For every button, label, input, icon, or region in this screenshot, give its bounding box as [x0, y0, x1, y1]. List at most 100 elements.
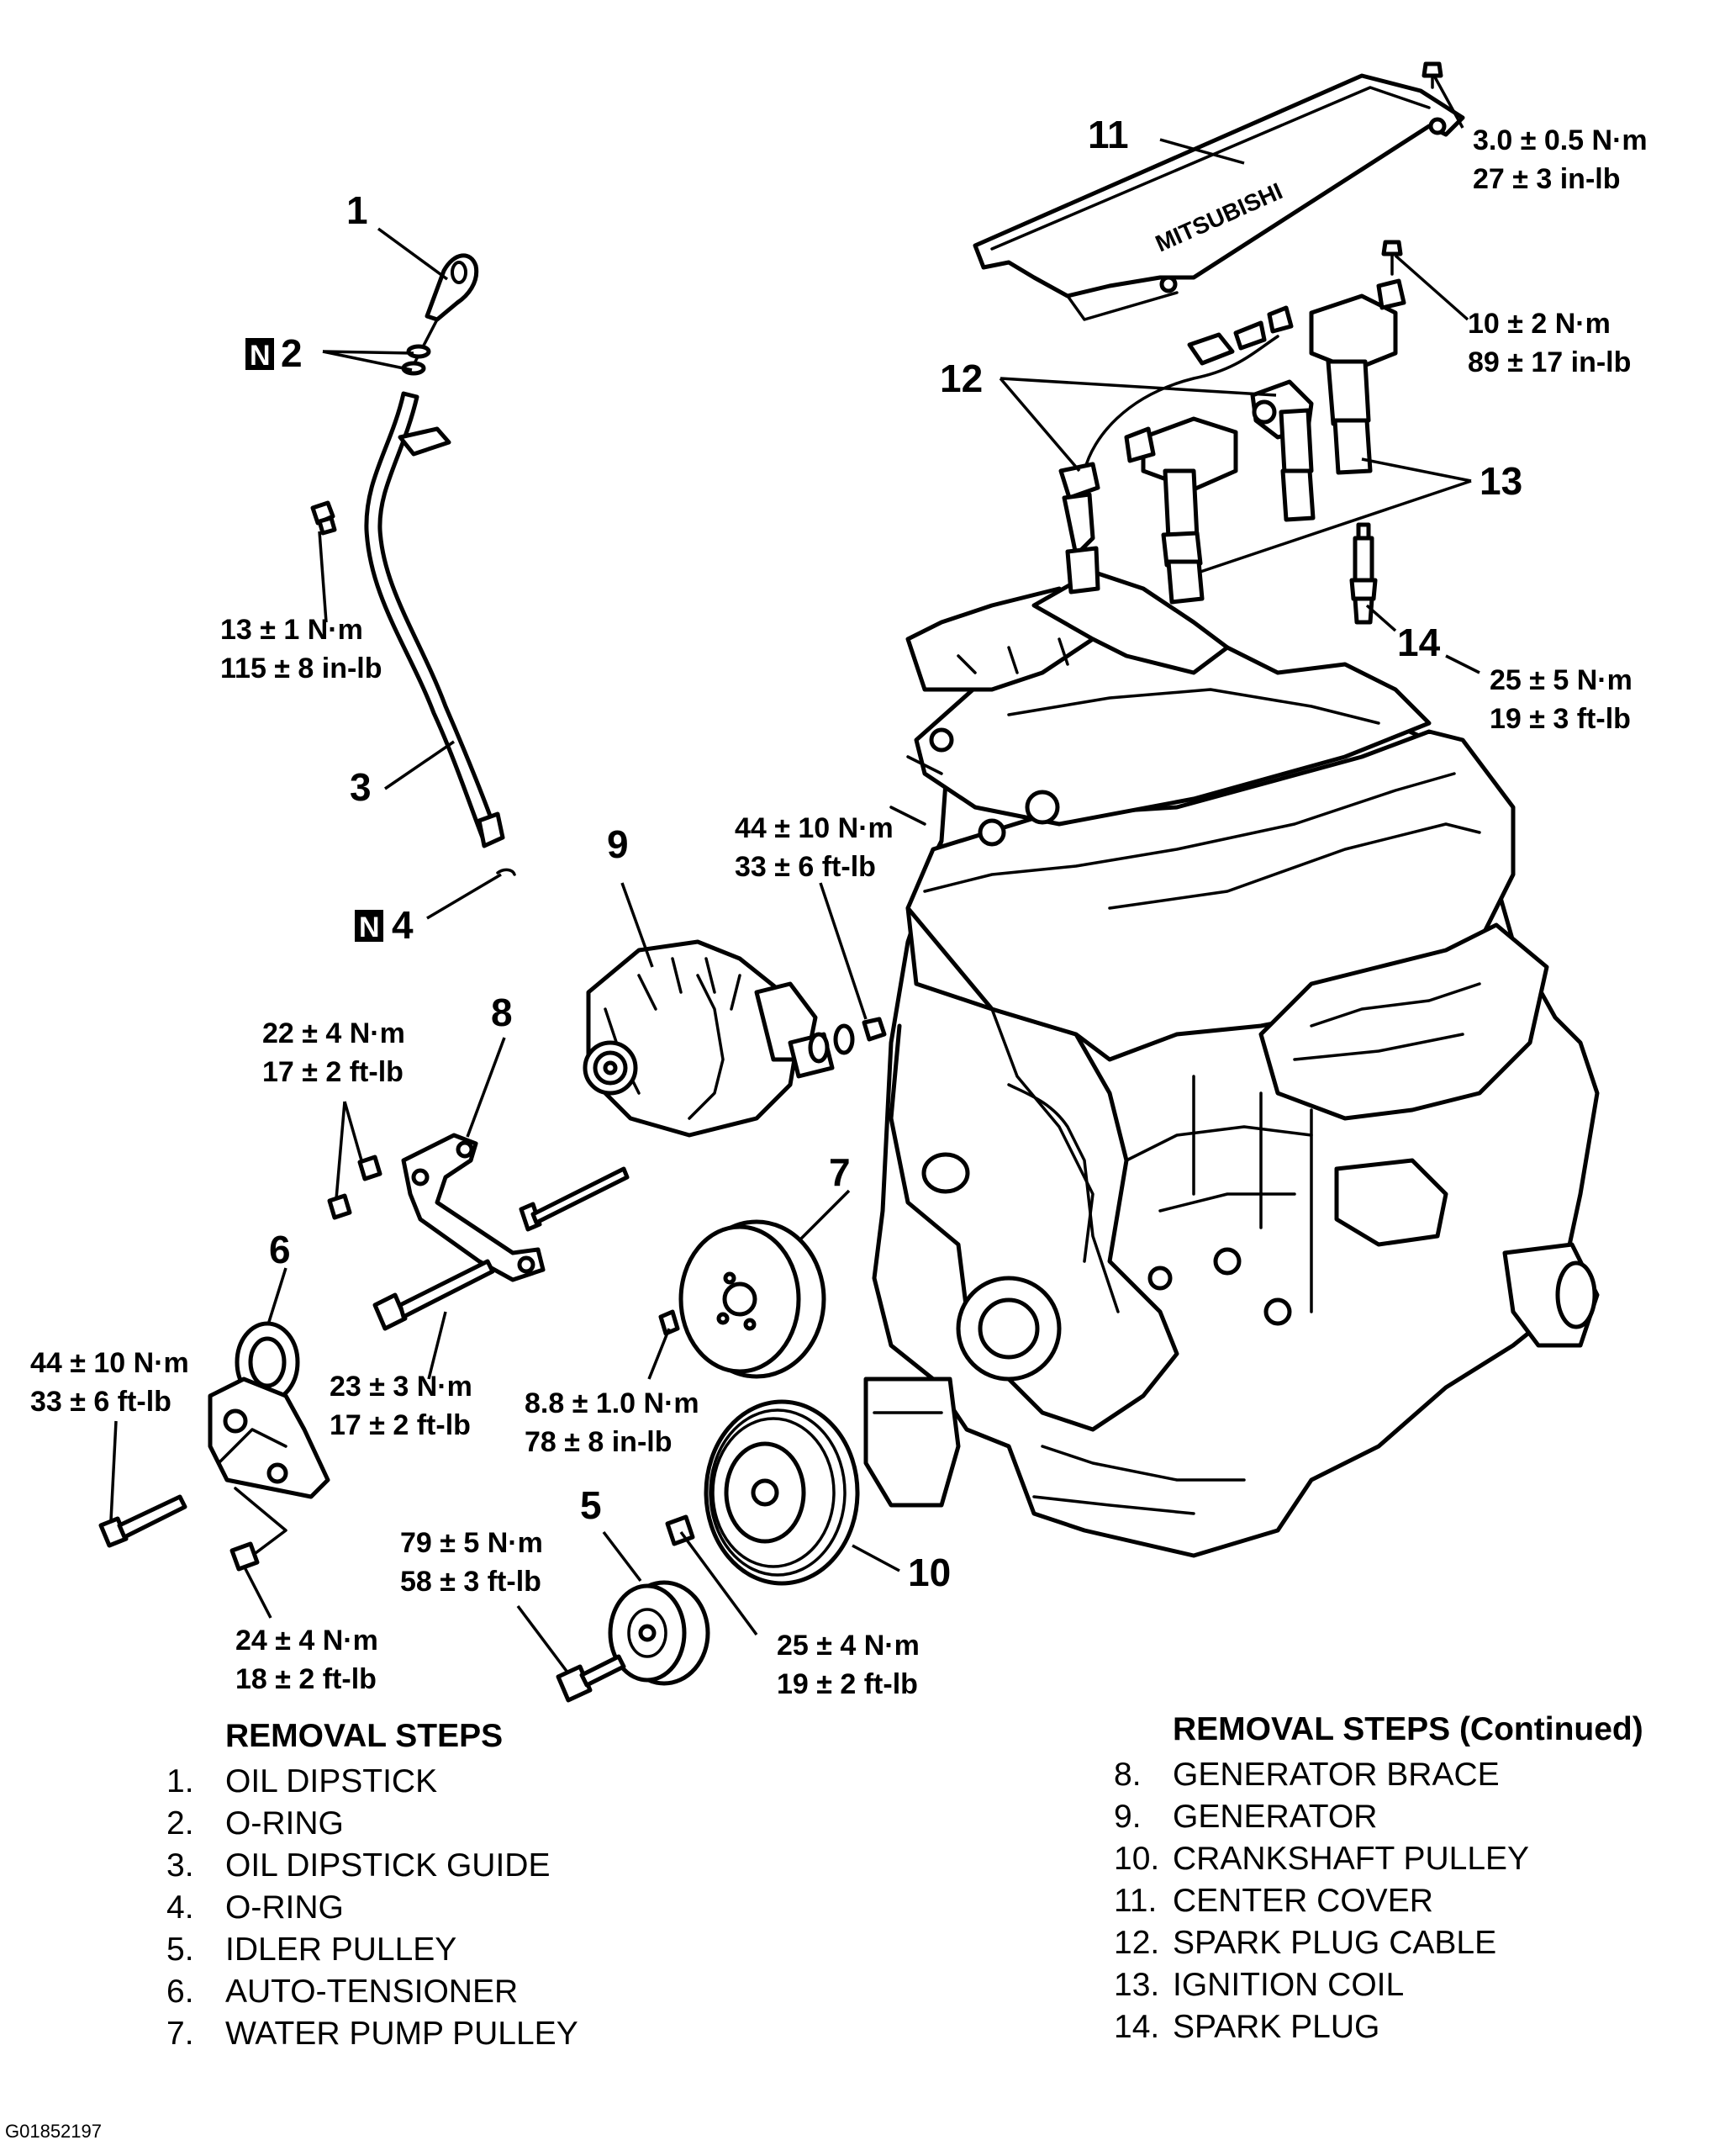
torque-spec-dipstick-guide-bolt: 13 ± 1 N·m 115 ± 8 in-lb [220, 614, 382, 684]
svg-text:19 ± 2 ft-lb: 19 ± 2 ft-lb [777, 1668, 918, 1700]
callout-12: 12 [940, 357, 983, 400]
torque-spec-tensioner-bolt: 24 ± 4 N·m 18 ± 2 ft-lb [235, 1625, 378, 1695]
svg-text:22 ± 4 N·m: 22 ± 4 N·m [262, 1017, 405, 1049]
removal-steps-continued-list: REMOVAL STEPS (Continued) 8.GENERATOR BR… [1114, 1709, 1643, 2048]
svg-text:58 ± 3 ft-lb: 58 ± 3 ft-lb [400, 1566, 541, 1598]
svg-text:25 ± 4 N·m: 25 ± 4 N·m [777, 1630, 920, 1662]
svg-text:115 ± 8 in-lb: 115 ± 8 in-lb [220, 653, 382, 684]
svg-text:89 ± 17 in-lb: 89 ± 17 in-lb [1468, 346, 1631, 378]
torque-spec-generator-lower-bolt: 23 ± 3 N·m 17 ± 2 ft-lb [330, 1371, 472, 1441]
svg-text:33 ± 6 ft-lb: 33 ± 6 ft-lb [30, 1386, 171, 1418]
ignition-coil-middle[interactable] [1279, 408, 1316, 522]
new-part-symbol-2: N [245, 338, 274, 372]
new-part-symbol-4: N [355, 910, 383, 943]
o-ring-lower[interactable] [496, 868, 516, 876]
svg-text:78 ± 8 in-lb: 78 ± 8 in-lb [525, 1426, 672, 1458]
dipstick-guide-bolt [310, 500, 337, 536]
list-item: 2.O-RING [166, 1805, 344, 1842]
list-item: 1.OIL DIPSTICK [166, 1763, 438, 1799]
auto-tensioner[interactable] [208, 1321, 330, 1557]
svg-text:27 ± 3 in-lb: 27 ± 3 in-lb [1473, 163, 1620, 195]
torque-spec-generator-nut: 44 ± 10 N·m 33 ± 6 ft-lb [735, 812, 894, 883]
torque-spec-water-pump-pulley-bolt: 8.8 ± 1.0 N·m 78 ± 8 in-lb [525, 1387, 699, 1458]
removal-steps-title: REMOVAL STEPS [225, 1718, 504, 1754]
torque-spec-coil-bolt: 10 ± 2 N·m 89 ± 17 in-lb [1468, 308, 1631, 378]
list-item: 14.SPARK PLUG [1114, 2009, 1380, 2045]
cover-bolt [1422, 61, 1443, 89]
water-pump-pulley-bolt [658, 1309, 680, 1336]
list-item: 6.AUTO-TENSIONER [166, 1974, 519, 2010]
list-item: 3.OIL DIPSTICK GUIDE [166, 1847, 551, 1884]
callout-3: 3 [350, 765, 372, 809]
callout-13: 13 [1480, 459, 1522, 503]
callout-numbers: 1 2 3 4 5 6 7 8 9 10 11 12 13 14 [269, 113, 1522, 1594]
engine-assembly [863, 569, 1600, 1558]
generator-brace[interactable] [401, 1133, 546, 1282]
svg-text:44 ± 10 N·m: 44 ± 10 N·m [735, 812, 894, 844]
callout-8: 8 [491, 991, 513, 1034]
torque-spec-spark-plug: 25 ± 5 N·m 19 ± 3 ft-lb [1490, 664, 1633, 735]
figure-id: G01852197 [5, 2121, 102, 2142]
callout-11: 11 [1088, 113, 1129, 156]
callout-1: 1 [346, 188, 368, 232]
svg-text:19 ± 3 ft-lb: 19 ± 3 ft-lb [1490, 703, 1631, 735]
svg-text:25 ± 5 N·m: 25 ± 5 N·m [1490, 664, 1633, 696]
svg-text:24 ± 4 N·m: 24 ± 4 N·m [235, 1625, 378, 1657]
svg-text:79 ± 5 N·m: 79 ± 5 N·m [400, 1527, 543, 1559]
list-item: 7.WATER PUMP PULLEY [166, 2016, 578, 2052]
torque-spec-crank-pulley-bolt: 25 ± 4 N·m 19 ± 2 ft-lb [777, 1630, 920, 1700]
torque-spec-brace-bolts: 22 ± 4 N·m 17 ± 2 ft-lb [262, 1017, 405, 1088]
svg-text:3.0 ± 0.5 N·m: 3.0 ± 0.5 N·m [1473, 124, 1648, 156]
coil-bolt [1381, 240, 1403, 276]
callout-14: 14 [1397, 621, 1441, 664]
tensioner-bolt [229, 1541, 260, 1572]
svg-text:44 ± 10 N·m: 44 ± 10 N·m [30, 1347, 189, 1379]
svg-text:13 ± 1 N·m: 13 ± 1 N·m [220, 614, 363, 646]
list-item: 9.GENERATOR [1114, 1799, 1378, 1835]
callout-9: 9 [607, 822, 629, 866]
oil-dipstick[interactable] [414, 253, 479, 363]
idler-pulley[interactable] [608, 1580, 710, 1686]
o-ring-upper[interactable] [401, 344, 431, 376]
crank-pulley-bolt [665, 1514, 695, 1546]
ignition-coil-front[interactable] [1124, 416, 1238, 605]
callout-6: 6 [269, 1228, 291, 1271]
tensioner-long-bolt [98, 1494, 187, 1548]
svg-text:33 ± 6 ft-lb: 33 ± 6 ft-lb [735, 851, 876, 883]
svg-text:17 ± 2 ft-lb: 17 ± 2 ft-lb [330, 1409, 471, 1441]
torque-spec-idler-pulley-bolt: 79 ± 5 N·m 58 ± 3 ft-lb [400, 1527, 543, 1598]
svg-text:10 ± 2 N·m: 10 ± 2 N·m [1468, 308, 1611, 340]
generator-lower-bolt [372, 1259, 495, 1331]
torque-spec-cover-bolt: 3.0 ± 0.5 N·m 27 ± 3 in-lb [1473, 124, 1648, 195]
svg-text:18 ± 2 ft-lb: 18 ± 2 ft-lb [235, 1663, 377, 1695]
list-item: 13.IGNITION COIL [1114, 1967, 1405, 2003]
leader-lines [109, 75, 1480, 1675]
ignition-coil-rear[interactable] [1309, 278, 1406, 475]
brace-bolts [327, 1155, 382, 1220]
callout-5: 5 [580, 1483, 602, 1527]
generator[interactable] [583, 939, 835, 1138]
list-item: 12.SPARK PLUG CABLE [1114, 1925, 1497, 1961]
callout-10: 10 [908, 1551, 951, 1594]
svg-text:N: N [250, 340, 271, 372]
svg-text:N: N [359, 912, 380, 943]
list-item: 11.CENTER COVER [1114, 1883, 1433, 1919]
generator-nut-washer [808, 1017, 887, 1064]
removal-steps-continued-title: REMOVAL STEPS (Continued) [1173, 1711, 1643, 1747]
svg-text:23 ± 3 N·m: 23 ± 3 N·m [330, 1371, 472, 1403]
list-item: 5.IDLER PULLEY [166, 1931, 457, 1968]
oil-dipstick-guide[interactable] [364, 391, 505, 848]
callout-7: 7 [829, 1150, 851, 1194]
svg-text:8.8 ± 1.0 N·m: 8.8 ± 1.0 N·m [525, 1387, 699, 1419]
water-pump-pulley[interactable] [678, 1219, 826, 1379]
spark-plug[interactable] [1349, 522, 1378, 625]
idler-pulley-bolt [556, 1654, 626, 1703]
list-item: 4.O-RING [166, 1889, 344, 1926]
crankshaft-pulley[interactable] [704, 1399, 860, 1586]
torque-spec-tensioner-long-bolt: 44 ± 10 N·m 33 ± 6 ft-lb [30, 1347, 189, 1418]
callout-4: 4 [392, 903, 414, 947]
svg-text:17 ± 2 ft-lb: 17 ± 2 ft-lb [262, 1056, 404, 1088]
list-item: 10.CRANKSHAFT PULLEY [1114, 1841, 1530, 1877]
list-item: 8.GENERATOR BRACE [1114, 1757, 1500, 1793]
